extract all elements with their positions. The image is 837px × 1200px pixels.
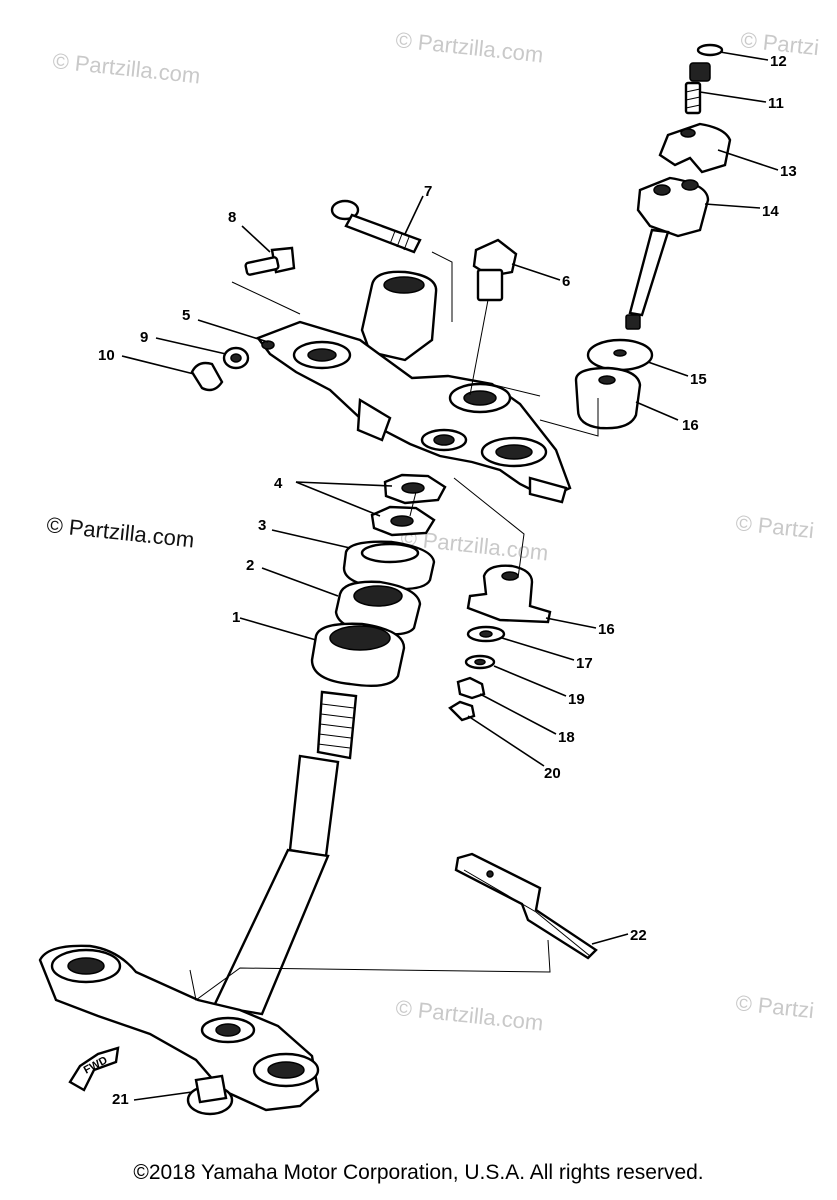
callout-labels: 12 11 13 14 7 8 6 5 9 10 15 16 4 3 2 1 1… (98, 53, 797, 1108)
callout-label: 14 (762, 203, 779, 220)
watermark: © Partzilla.com (51, 48, 201, 88)
callout-label: 11 (768, 95, 784, 112)
callout-label: 19 (568, 691, 585, 708)
watermark: © Partzilla.com (394, 995, 544, 1035)
copyright-notice: ©2018 Yamaha Motor Corporation, U.S.A. A… (133, 1161, 704, 1184)
assembly-lines (189, 251, 599, 1001)
callout-label: 5 (182, 307, 190, 324)
callout-label: 18 (558, 729, 575, 746)
callout-label: 9 (140, 329, 148, 346)
washer-and-cap-nut (190, 346, 250, 392)
callout-label: 10 (98, 347, 115, 364)
callout-label: 20 (544, 765, 561, 782)
callout-label: 6 (562, 273, 570, 290)
steering-stem (212, 690, 358, 1016)
callout-label: 2 (246, 557, 254, 574)
watermark: © Partzi (734, 990, 815, 1023)
callout-leaders (121, 51, 779, 1101)
fwd-label: FWD (82, 1054, 110, 1076)
callout-label: 15 (690, 371, 707, 388)
upper-triple-clamp (256, 270, 572, 504)
main-watermark: © Partzilla.com (45, 512, 195, 552)
callout-label: 22 (630, 927, 647, 944)
handlebar-holder-assembly (574, 43, 732, 430)
callout-label: 21 (112, 1091, 129, 1108)
fwd-arrow-icon: FWD (68, 1046, 120, 1092)
brake-hose-guide (454, 852, 598, 960)
callout-label: 1 (232, 609, 240, 626)
callout-label: 16 (682, 417, 699, 434)
callout-label: 16 (598, 621, 615, 638)
callout-label: 4 (274, 475, 283, 492)
callout-label: 17 (576, 655, 593, 672)
bolts (244, 199, 518, 302)
stem-bearing-stack (310, 473, 447, 687)
callout-label: 3 (258, 517, 266, 534)
watermark: © Partzi (734, 510, 815, 543)
right-side-stack (448, 564, 552, 722)
callout-label: 8 (228, 209, 236, 226)
callout-label: 12 (770, 53, 787, 70)
watermark: © Partzilla.com (394, 27, 544, 67)
callout-label: 13 (780, 163, 797, 180)
lower-bracket (38, 944, 320, 1116)
callout-label: 7 (424, 183, 432, 200)
